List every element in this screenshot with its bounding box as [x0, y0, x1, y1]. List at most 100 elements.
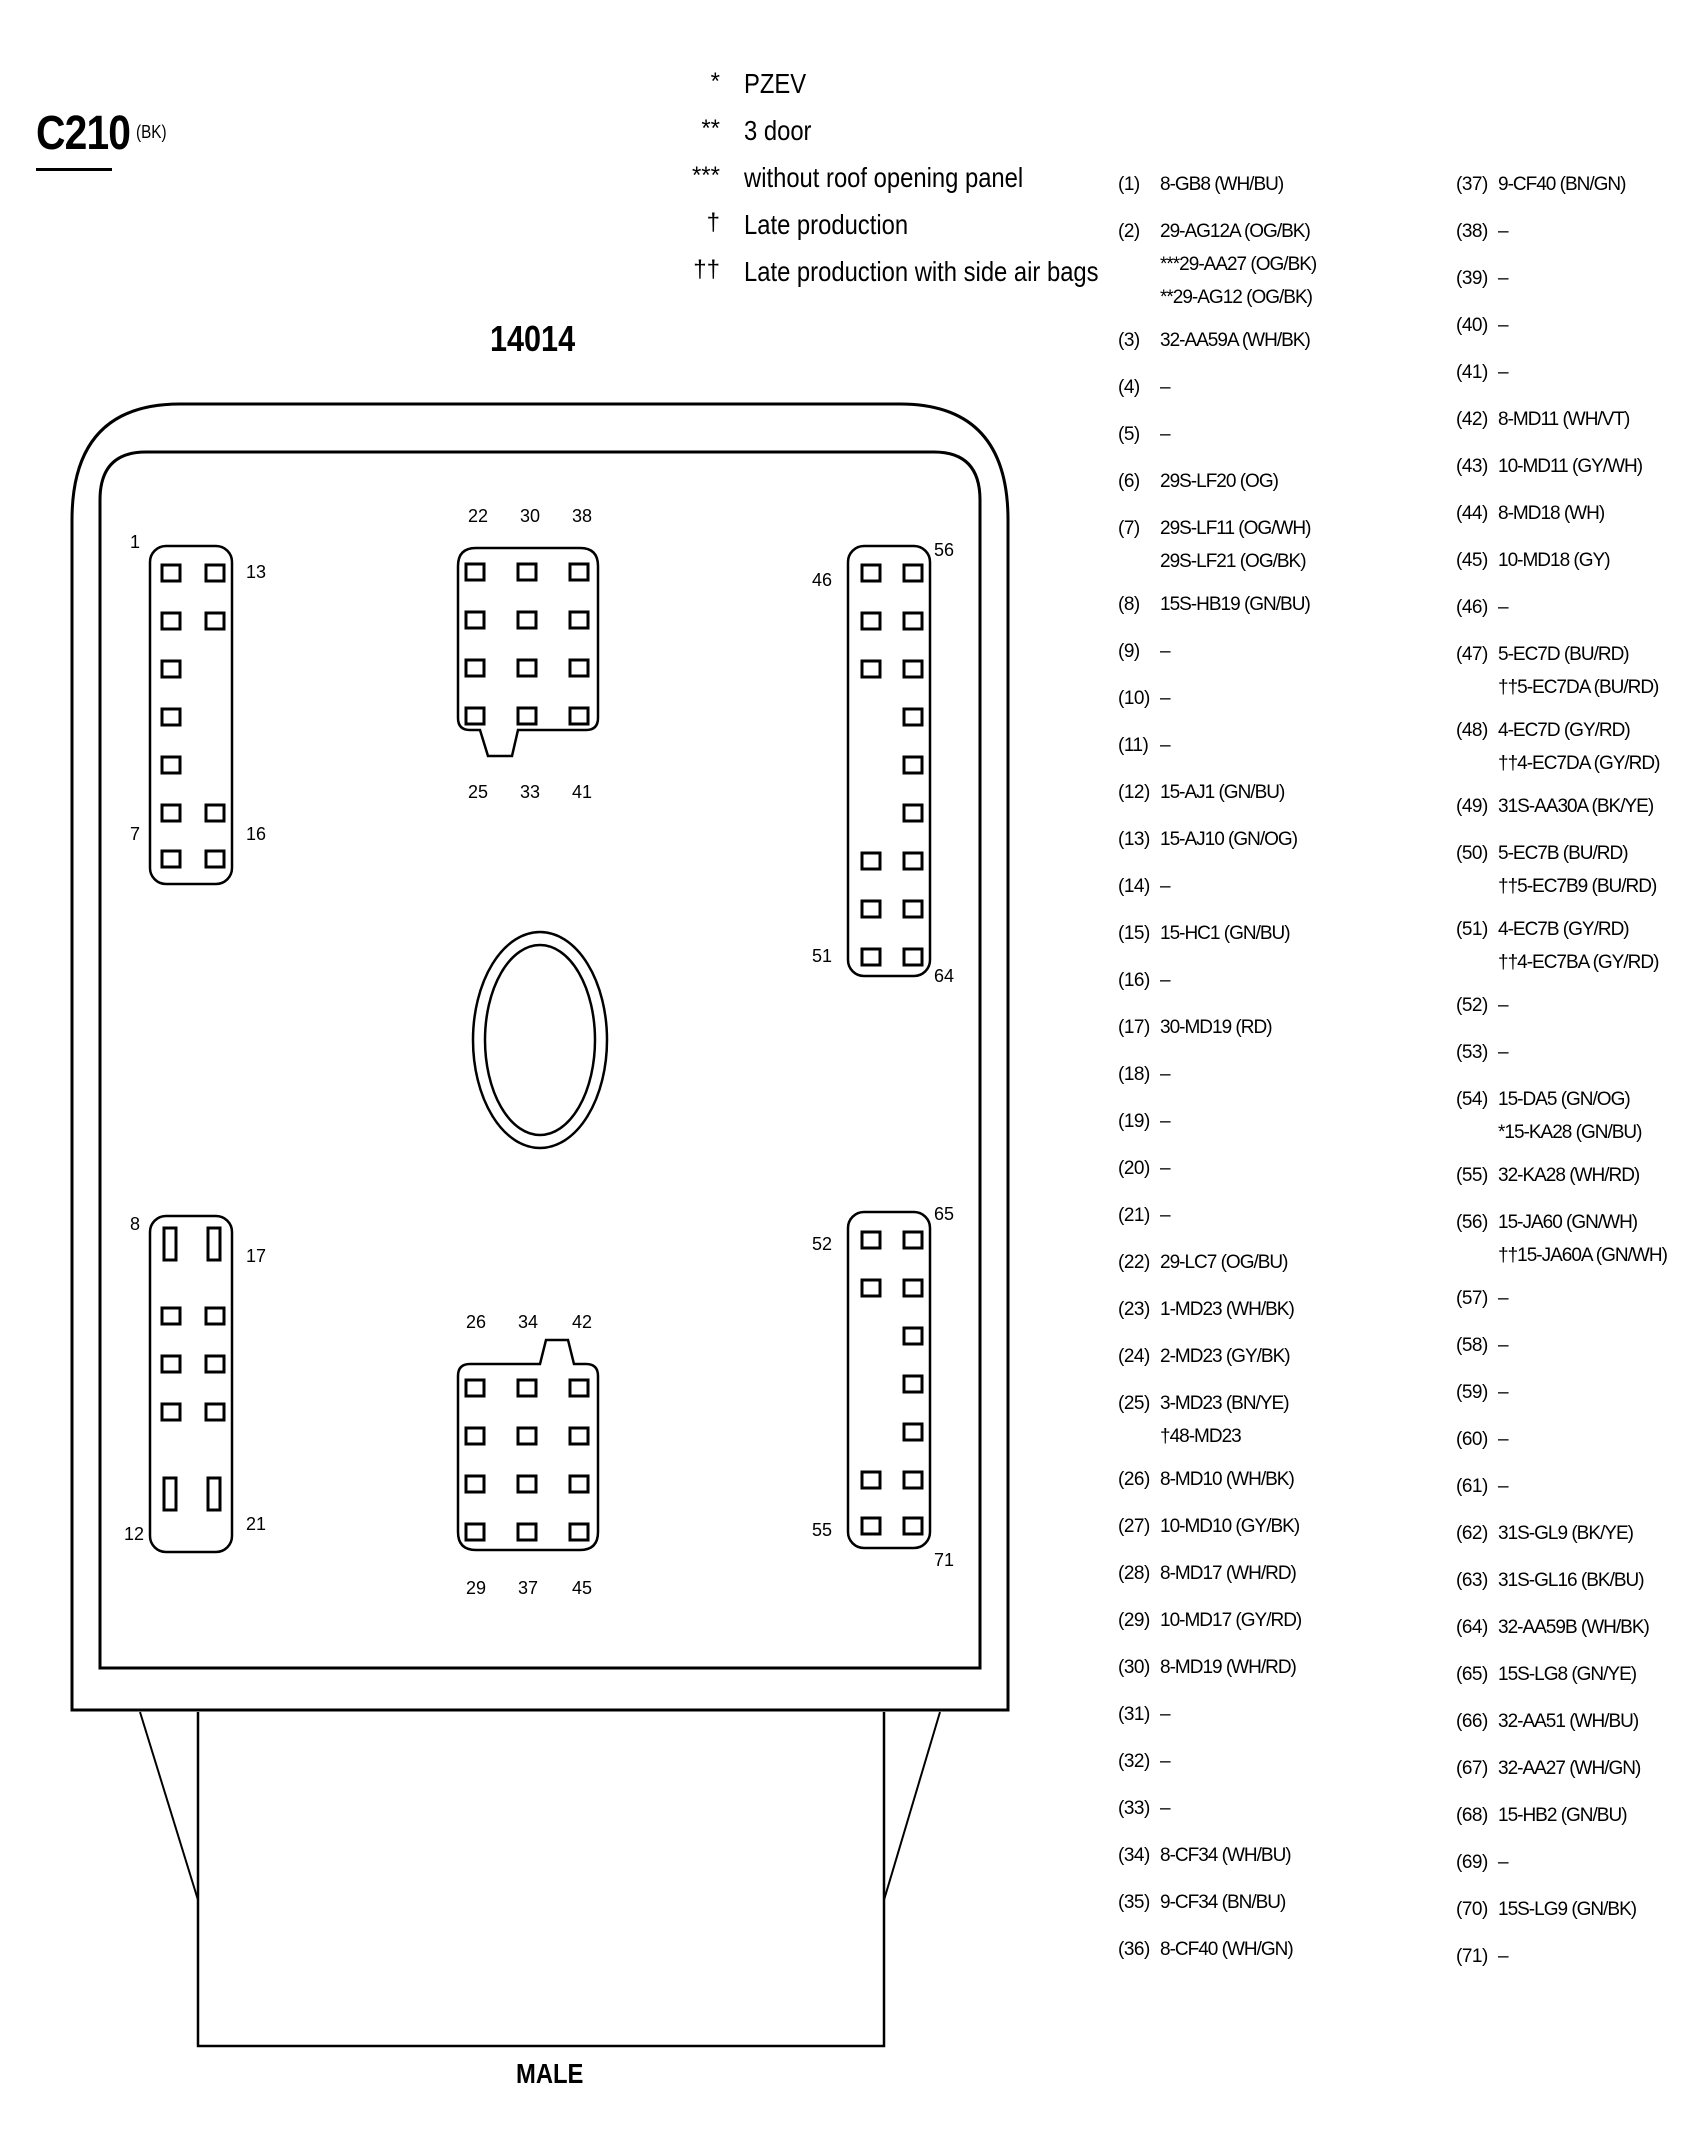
cavity [902, 899, 924, 919]
pin-number: (5) [1118, 424, 1140, 445]
pin-row: (30)8-MD19 (WH/RD) [1118, 1651, 1338, 1684]
pin-circuit: – [1160, 641, 1171, 662]
pin-row: (68)15-HB2 (GN/BU) [1456, 1799, 1685, 1832]
cavity [206, 1226, 222, 1262]
pin-circuit: 29-AG12A (OG/BK) ***29-AA27 (OG/BK) **29… [1160, 221, 1317, 308]
pin-row: (32)– [1118, 1745, 1338, 1778]
pin-number: (19) [1118, 1111, 1150, 1132]
cavity-label-13: 13 [246, 562, 266, 582]
cavity [902, 563, 924, 583]
pin-circuit: 8-MD19 (WH/RD) [1160, 1657, 1297, 1678]
cavity [204, 1306, 226, 1326]
pin-row: (28)8-MD17 (WH/RD) [1118, 1557, 1338, 1590]
pin-number: (20) [1118, 1158, 1150, 1179]
pin-number: (15) [1118, 923, 1150, 944]
pin-row: (38)– [1456, 215, 1685, 248]
pin-circuit: – [1498, 1382, 1509, 1403]
pin-row: (14)– [1118, 870, 1338, 903]
pin-number: (65) [1456, 1664, 1488, 1685]
pin-circuit: 8-CF40 (WH/GN) [1160, 1939, 1294, 1960]
pin-number: (22) [1118, 1252, 1150, 1273]
cavity [516, 706, 538, 726]
cavity-label-52: 52 [812, 1234, 832, 1254]
pin-row: (15)15-HC1 (GN/BU) [1118, 917, 1338, 950]
pin-row: (21)– [1118, 1199, 1338, 1232]
cavity [902, 659, 924, 679]
cavity [160, 707, 182, 727]
pin-row: (31)– [1118, 1698, 1338, 1731]
cavity [860, 1470, 882, 1490]
pin-circuit: 8-MD18 (WH) [1498, 503, 1605, 524]
cavity [160, 849, 182, 869]
pin-circuit: 10-MD10 (GY/BK) [1160, 1516, 1300, 1537]
pin-circuit: 8-MD17 (WH/RD) [1160, 1563, 1297, 1584]
cavity-label-8: 8 [130, 1214, 140, 1234]
pin-circuit: – [1160, 1064, 1171, 1085]
cavity [160, 755, 182, 775]
pin-row: (54)15-DA5 (GN/OG) *15-KA28 (GN/BU) [1456, 1083, 1685, 1149]
cavity [516, 610, 538, 630]
pin-circuit: 2-MD23 (GY/BK) [1160, 1346, 1291, 1367]
cavity [902, 803, 924, 823]
pin-circuit: – [1498, 995, 1509, 1016]
cavity [162, 1226, 178, 1262]
cavity-label-22: 22 [468, 506, 488, 526]
pin-circuit: – [1160, 970, 1171, 991]
pin-row: (3)32-AA59A (WH/BK) [1118, 324, 1338, 357]
pin-row: (65) 15S-LG8 (GN/YE) [1456, 1658, 1685, 1691]
pin-number: (6) [1118, 471, 1140, 492]
pin-number: (8) [1118, 594, 1140, 615]
pin-row: (43)10-MD11 (GY/WH) [1456, 450, 1685, 483]
cavity-label-64: 64 [934, 966, 954, 986]
pin-number: (62) [1456, 1523, 1488, 1544]
pin-row: (5)– [1118, 418, 1338, 451]
pin-number: (13) [1118, 829, 1150, 850]
pin-row: (40)– [1456, 309, 1685, 342]
pin-number: (12) [1118, 782, 1150, 803]
pin-circuit: 8-MD10 (WH/BK) [1160, 1469, 1295, 1490]
cavity [204, 611, 226, 631]
cavity-label-29: 29 [466, 1578, 486, 1598]
cavity-label-41: 41 [572, 782, 592, 802]
pin-number: (33) [1118, 1798, 1150, 1819]
pin-number: (70) [1456, 1899, 1488, 1920]
cavity-label-34: 34 [518, 1312, 538, 1332]
pin-circuit: 32-AA59B (WH/BK) [1498, 1617, 1650, 1638]
pin-number: (40) [1456, 315, 1488, 336]
pin-circuit: 15S-LG8 (GN/YE) [1498, 1664, 1637, 1685]
cavity [464, 1474, 486, 1494]
cavity [204, 849, 226, 869]
cavity-label-33: 33 [520, 782, 540, 802]
pin-row: (51)4-EC7B (GY/RD) ††4-EC7BA (GY/RD) [1456, 913, 1685, 979]
cavity [464, 706, 486, 726]
pin-number: (31) [1118, 1704, 1150, 1725]
pin-circuit: 4-EC7D (GY/RD) ††4-EC7DA (GY/RD) [1498, 720, 1660, 774]
pin-row: (12) 15-AJ1 (GN/BU) [1118, 776, 1338, 809]
pin-circuit: – [1160, 424, 1171, 445]
note-text: PZEV [744, 68, 807, 99]
pin-circuit: 29-LC7 (OG/BU) [1160, 1252, 1288, 1273]
note-text: Late production [744, 209, 909, 240]
pin-row: (7)29S-LF11 (OG/WH) 29S-LF21 (OG/BK) [1118, 512, 1338, 578]
cavity-label-12: 12 [124, 1524, 144, 1544]
note-3door: **3 door [680, 115, 1161, 162]
cavity [516, 562, 538, 582]
pin-circuit: – [1160, 688, 1171, 709]
pin-number: (23) [1118, 1299, 1150, 1320]
pin-number: (43) [1456, 456, 1488, 477]
cavity [902, 611, 924, 631]
cavity [160, 659, 182, 679]
pin-row: (29)10-MD17 (GY/RD) [1118, 1604, 1338, 1637]
pin-row: (34)8-CF34 (WH/BU) [1118, 1839, 1338, 1872]
cavity-squares [160, 562, 924, 1542]
pin-circuit: 15-AJ1 (GN/BU) [1160, 782, 1285, 803]
pin-circuit: – [1498, 1288, 1509, 1309]
pin-row: (23)1-MD23 (WH/BK) [1118, 1293, 1338, 1326]
pin-list-column-1: (1)8-GB8 (WH/BU)(2)29-AG12A (OG/BK) ***2… [1118, 168, 1338, 1980]
cavity [860, 563, 882, 583]
cavity [902, 755, 924, 775]
pin-number: (48) [1456, 720, 1488, 741]
pin-number: (55) [1456, 1165, 1488, 1186]
cavity [860, 899, 882, 919]
